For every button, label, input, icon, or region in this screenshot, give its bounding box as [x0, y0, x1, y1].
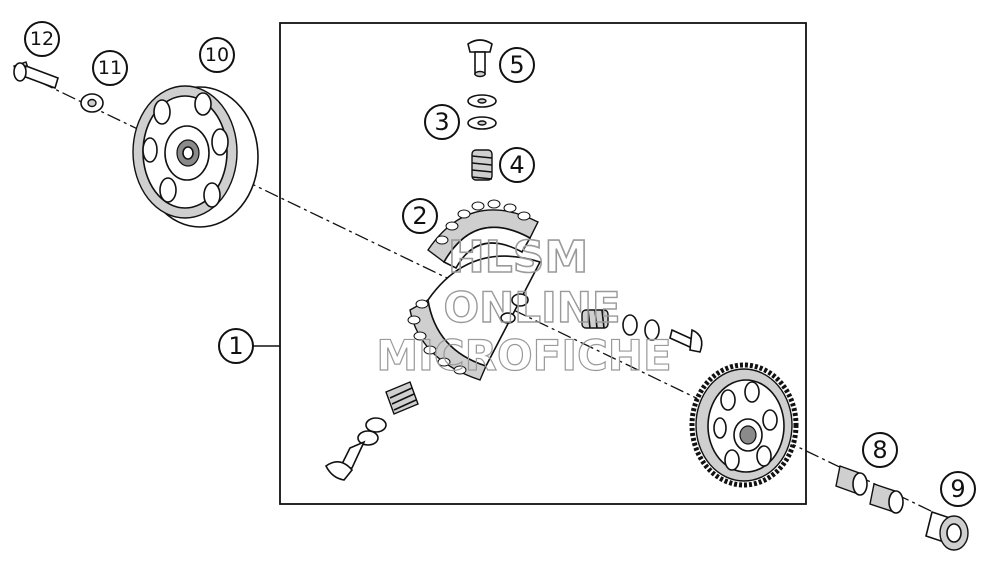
part-bolt-12: [13, 61, 59, 90]
part-gear: [689, 362, 799, 488]
part-clutch-drum-10: [132, 85, 259, 228]
callout-12: 12: [24, 21, 60, 57]
part-bushings-8: [835, 465, 904, 514]
part-washers-lower: [357, 417, 387, 446]
watermark-line2: ONLINE: [443, 283, 620, 332]
part-spring-lower: [385, 381, 419, 415]
svg-text:10: 10: [205, 44, 229, 66]
svg-text:1: 1: [228, 332, 243, 360]
part-spring-right: [581, 309, 609, 329]
svg-text:4: 4: [509, 151, 524, 179]
callout-1: 1: [218, 328, 254, 364]
callout-3: 3: [424, 104, 460, 140]
part-pin-lower: [324, 440, 366, 481]
watermark: HLSM ONLINE MICROFICHE: [376, 231, 672, 380]
watermark-line3: MICROFICHE: [376, 331, 671, 380]
svg-text:2: 2: [412, 202, 427, 230]
callout-4: 4: [499, 147, 535, 183]
part-clutch-shoe-lower: [407, 255, 542, 381]
part-washer-11: [80, 93, 104, 113]
part-sleeve-9: [925, 510, 969, 551]
part-pin-right: [669, 328, 703, 353]
svg-text:11: 11: [98, 57, 122, 79]
part-washers-right: [622, 314, 660, 341]
assembly-frame: [279, 22, 807, 505]
part-washers-3: [467, 94, 497, 130]
callout-5: 5: [499, 47, 535, 83]
svg-text:12: 12: [30, 28, 54, 50]
callout-9: 9: [940, 471, 976, 507]
svg-text:3: 3: [434, 108, 449, 136]
part-clutch-shoe-upper-2: [427, 199, 539, 270]
svg-text:5: 5: [509, 51, 524, 79]
part-pin-5: [467, 39, 493, 78]
svg-text:9: 9: [950, 475, 965, 503]
part-spring-4: [471, 149, 493, 181]
callout-11: 11: [92, 50, 128, 86]
watermark-line1: HLSM: [448, 232, 588, 283]
callout-8: 8: [862, 432, 898, 468]
callout-10: 10: [199, 37, 235, 73]
svg-text:8: 8: [872, 436, 887, 464]
callout-2: 2: [402, 198, 438, 234]
